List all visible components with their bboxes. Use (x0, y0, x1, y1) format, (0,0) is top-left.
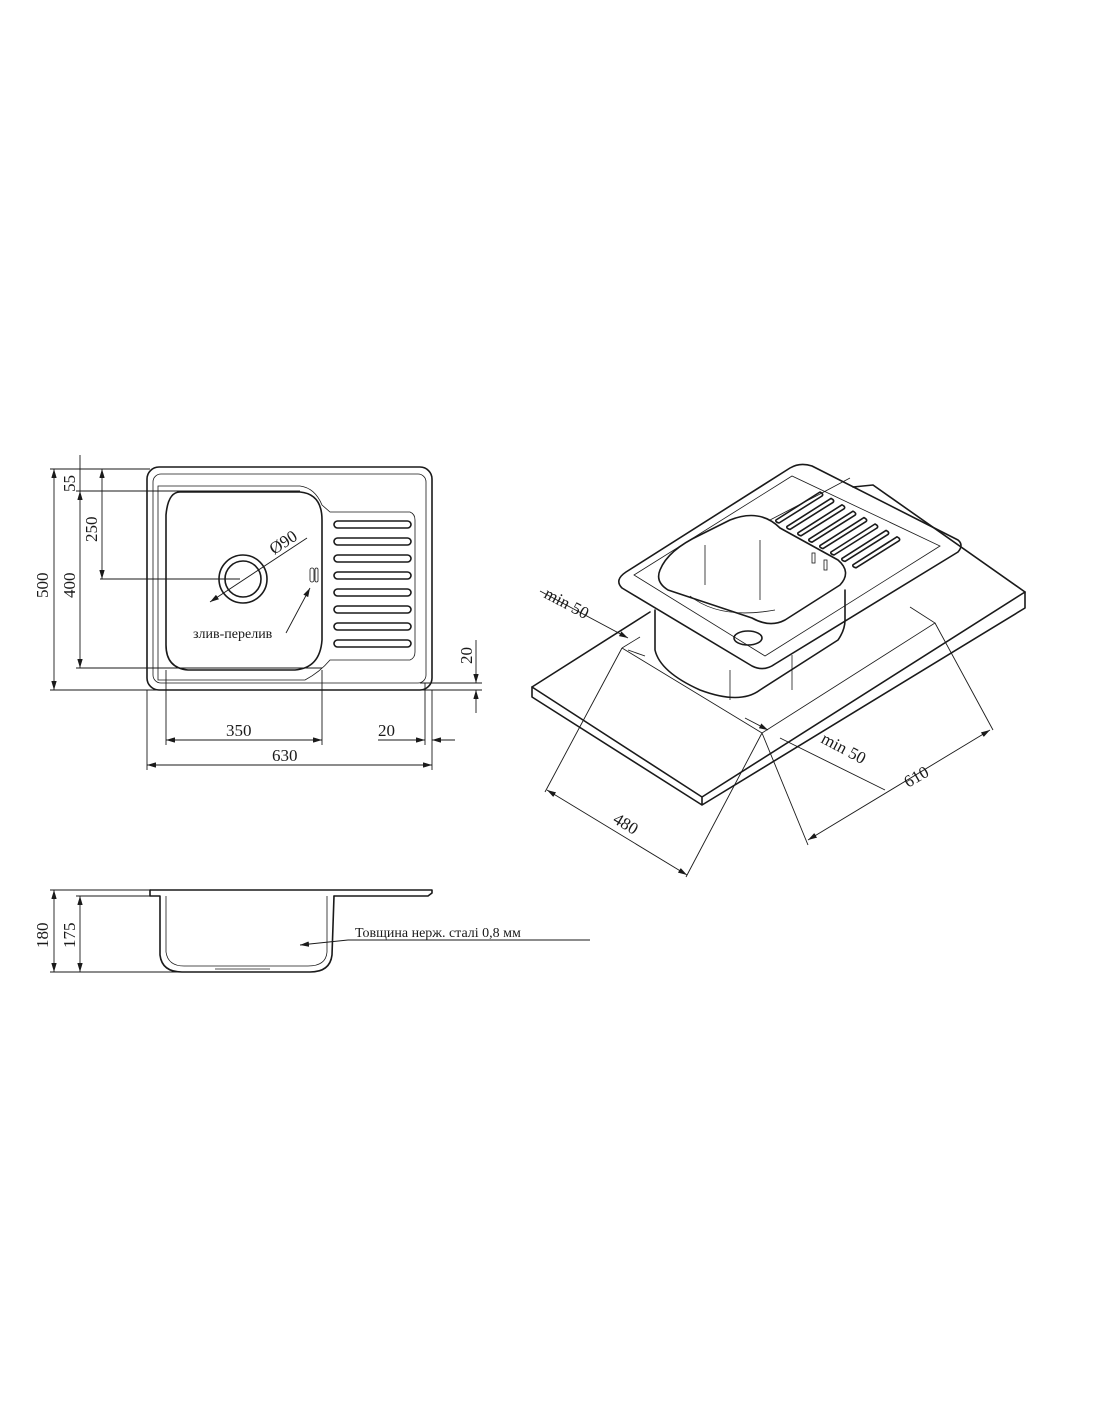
cutout-depth-label: 480 (610, 809, 642, 838)
dim-630: 630 (272, 746, 298, 765)
iso-drainboard-rib (797, 504, 846, 537)
drain-diameter-label: Ø90 (266, 526, 301, 558)
dim-175: 175 (60, 923, 79, 949)
iso-drainboard-rib (775, 491, 824, 524)
cutout-outline (621, 606, 936, 734)
drainboard-ribs (333, 520, 412, 648)
iso-drain (733, 630, 763, 646)
bowl-underside (654, 589, 846, 699)
clearance-side-label: min 50 (818, 729, 869, 768)
iso-drainboard-rib (852, 536, 901, 569)
drainboard-rib (333, 554, 412, 563)
drainboard-rib (333, 571, 412, 580)
drainboard-rib (333, 639, 412, 648)
iso-drainboard-rib (830, 523, 879, 556)
drainboard-rib (333, 605, 412, 614)
iso-drainboard-rib (841, 529, 890, 563)
countertop-edges (531, 591, 1026, 806)
dim-180: 180 (33, 923, 52, 949)
bowl-outline (165, 491, 323, 671)
iso-overflow-icon (811, 552, 828, 571)
cutout-width-label: 610 (901, 762, 933, 791)
thickness-note: Товщина нерж. сталі 0,8 мм (355, 926, 521, 941)
drainboard-rib (333, 588, 412, 597)
dim-500: 500 (33, 573, 52, 599)
drainboard-rib (333, 520, 412, 529)
dim-250: 250 (82, 517, 101, 543)
side-view: 180 175 Товщина нерж. сталі 0,8 мм (33, 889, 590, 973)
top-view: Ø90 злив-перелив 500 400 55 250 20 350 2… (33, 455, 482, 770)
iso-drainboard-rib (786, 497, 835, 531)
overflow-icon (309, 567, 319, 583)
iso-drainboard-ribs (775, 491, 901, 569)
dim-350: 350 (226, 721, 252, 740)
dim-20-rim-side: 20 (378, 721, 395, 740)
inner-rim (157, 485, 416, 681)
overflow-label: злив-перелив (193, 627, 273, 642)
iso-drainboard-rib (808, 510, 857, 543)
installation-view: min 50 480 min 50 610 (531, 463, 1026, 878)
bowl-opening (657, 514, 847, 625)
drainboard-rib (333, 537, 412, 546)
dim-400: 400 (60, 573, 79, 599)
iso-drainboard-rib (819, 516, 868, 550)
dim-55: 55 (60, 475, 79, 492)
drainboard-rib (333, 622, 412, 631)
dim-20-rim-front: 20 (457, 647, 476, 664)
sink-rim (618, 463, 962, 670)
clearance-back-label: min 50 (541, 584, 592, 623)
